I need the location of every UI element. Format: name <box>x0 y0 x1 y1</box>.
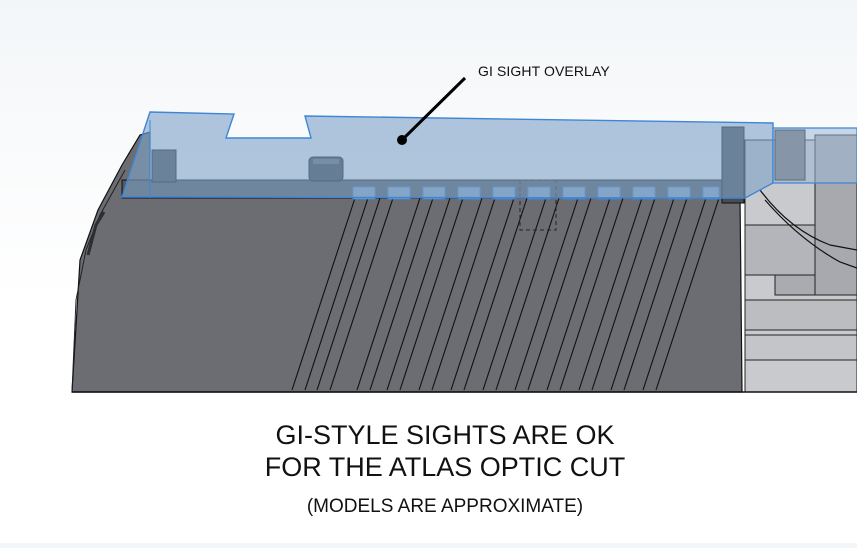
callout-leader <box>397 76 467 145</box>
slide-serrations <box>291 197 720 391</box>
caption-title-line-1: GI-STYLE SIGHTS ARE OK <box>275 420 615 450</box>
caption-note: (MODELS ARE APPROXIMATE) <box>306 496 584 517</box>
callout-label: GI SIGHT OVERLAY <box>478 63 610 79</box>
overlay-rear-extension <box>772 127 857 184</box>
caption-title-line-2: FOR THE ATLAS OPTIC CUT <box>264 452 626 482</box>
gi-sight-overlay <box>121 111 774 199</box>
